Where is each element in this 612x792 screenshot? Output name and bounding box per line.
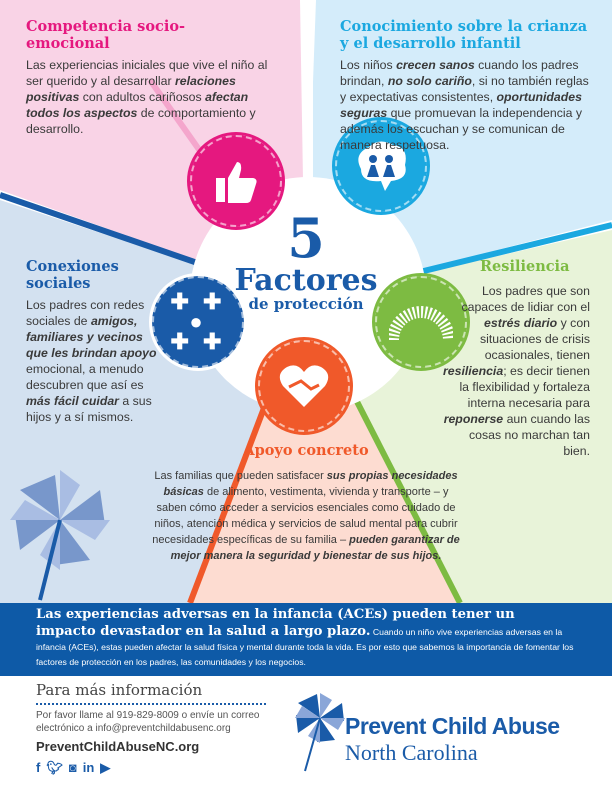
title-number: 5	[287, 206, 325, 270]
footer-contact: Para más información Por favor llame al …	[36, 681, 296, 776]
heading-crianza: Conocimiento sobre la crianza y el desar…	[340, 18, 588, 52]
emphasis-text: pueden garantizar de mejor manera la seg…	[170, 534, 460, 562]
banner-body: Cuando un niño vive experiencias adversa…	[36, 627, 574, 667]
body-text: Los niños	[340, 58, 397, 72]
body-text: Las experiencias iniciales que vive el n…	[26, 58, 268, 88]
text-apoyo: Las familias que pueden satisfacer sus p…	[150, 468, 462, 564]
footer-contact-text: Por favor llame al 919-829-8009 o envíe …	[36, 710, 260, 734]
emphasis-text: más fácil cuidar	[26, 394, 119, 408]
logo-line2: North Carolina	[345, 740, 478, 765]
instagram-icon[interactable]: ◙	[68, 760, 77, 775]
body-text: , si no también reglas y expectativas co…	[340, 74, 589, 104]
emphasis-text: amigos, familiares y vecinos que les bri…	[26, 314, 157, 360]
linkedin-icon[interactable]: in	[82, 760, 95, 775]
emphasis-text: estrés diario	[484, 316, 558, 330]
emphasis-text: crecen sanos	[396, 58, 475, 72]
prevent-child-abuse-logo: Prevent Child Abuse North Carolina	[295, 693, 595, 773]
body-text: aun cuando las cosas no marchan tan bien…	[469, 412, 590, 458]
heading-socio: Competencia socio-emocional	[26, 18, 186, 52]
body-text: y con situaciones de crisis ocasionales,…	[479, 316, 590, 362]
body-text: de comportamiento y desarrollo.	[26, 106, 256, 136]
emphasis-text: oportunidades seguras	[340, 90, 582, 120]
aces-banner: Las experiencias adversas en la infancia…	[0, 603, 612, 676]
title: 5 Factores de protección	[0, 210, 612, 312]
body-text: emocional, a menudo descubren que así es	[26, 362, 144, 392]
thumbs-up-icon	[187, 132, 285, 230]
heart-handshake-icon	[255, 337, 353, 435]
body-text: ; es decir tienen la flexibilidad y fort…	[459, 364, 590, 410]
banner-headline: Las experiencias adversas en la infancia…	[36, 607, 515, 639]
text-resiliencia: Los padres que son capaces de lidiar con…	[440, 283, 590, 459]
title-sub: de protección	[248, 295, 364, 313]
emphasis-text: relaciones positivas	[26, 74, 236, 104]
emphasis-text: afectan todos los aspectos	[26, 90, 249, 120]
emphasis-text: resiliencia	[443, 364, 504, 378]
title-word: Factores	[234, 263, 378, 298]
facebook-icon[interactable]: f	[36, 760, 41, 775]
pinwheel-logo-icon	[295, 693, 345, 772]
social-links: f 🐦︎ ◙ in ▶	[36, 760, 296, 776]
heading-resiliencia: Resiliencia	[480, 258, 570, 275]
emphasis-text: sus propias necesidades básicas	[163, 470, 458, 498]
emphasis-text: no solo cariño	[387, 74, 472, 88]
footer-heading: Para más información	[36, 681, 266, 705]
youtube-icon[interactable]: ▶	[100, 760, 111, 775]
body-text: a sus hijos y a sí mismos.	[26, 394, 152, 424]
text-socio: Las experiencias iniciales que vive el n…	[26, 57, 281, 137]
body-text: que promuevan la independencia y además …	[340, 106, 583, 152]
emphasis-text: reponerse	[443, 412, 504, 426]
twitter-icon[interactable]: 🐦︎	[46, 760, 63, 775]
heading-apoyo: Apoyo concreto	[243, 442, 369, 459]
social-network-icon: ✚ ✚●✚ ✚	[149, 273, 247, 371]
logo-line1: Prevent Child Abuse	[345, 713, 560, 739]
parent-child-thought-icon	[332, 117, 430, 215]
spring-icon	[372, 273, 470, 371]
body-text: cuando los padres brindan,	[340, 58, 579, 88]
body-text: de alimento, vestimenta, vivienda y tran…	[152, 486, 458, 546]
text-conexiones: Los padres con redes sociales de amigos,…	[26, 297, 166, 425]
website-link[interactable]: PreventChildAbuseNC.org	[36, 739, 200, 754]
body-text: Las familias que pueden satisfacer	[154, 470, 327, 482]
body-text: con adultos cariñosos	[79, 90, 206, 104]
text-crianza: Los niños crecen sanos cuando los padres…	[340, 57, 590, 153]
pinwheel-decoration	[10, 470, 110, 601]
body-text: Los padres que son capaces de lidiar con…	[461, 284, 590, 314]
body-text: Los padres con redes sociales de	[26, 298, 145, 328]
heading-conexiones: Conexiones sociales	[26, 258, 119, 292]
